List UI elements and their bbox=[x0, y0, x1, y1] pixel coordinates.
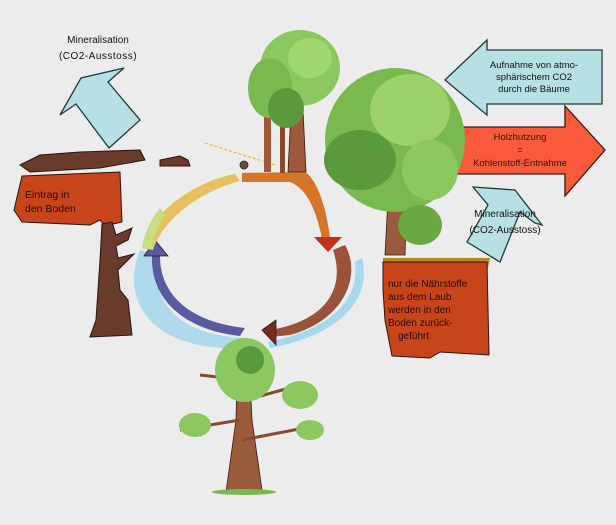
label-line: Eintrag in bbox=[25, 189, 70, 201]
label-line: Holzhutzung bbox=[493, 132, 547, 143]
wood-harvest-arrow bbox=[449, 104, 606, 198]
cycle-arrowhead-brown bbox=[261, 319, 277, 347]
label-line: (CO2-Ausstoss) bbox=[469, 225, 541, 236]
label-line: Aufnahme von atmo- bbox=[489, 60, 579, 71]
co2-uptake-arrow bbox=[444, 38, 603, 117]
label-line: Boden zurück- bbox=[388, 318, 453, 329]
deadwood-log bbox=[19, 149, 146, 173]
label-line: (CO2-Ausstoss) bbox=[58, 51, 138, 62]
cycle-ring bbox=[133, 172, 364, 348]
cycle-band-yellow bbox=[142, 174, 240, 250]
label-mineralisation-top: Mineralisation (CO2-Ausstoss) bbox=[38, 34, 158, 63]
forest-top-trees bbox=[248, 30, 340, 173]
deadwood-stump-small bbox=[159, 155, 191, 167]
mature-tree-right bbox=[324, 68, 465, 256]
co2-release-arrow-right bbox=[466, 186, 544, 263]
label-line: nur die Nährstoffe bbox=[388, 279, 468, 290]
cycle-band-orange bbox=[242, 172, 330, 238]
dead-tree-trunk bbox=[89, 221, 136, 338]
label-line: den Boden bbox=[25, 203, 76, 215]
label-line: durch die Bäume bbox=[498, 84, 570, 95]
young-tree-bottom bbox=[179, 338, 324, 495]
label-naehrstoffe: nur die Nährstoffe aus dem Laub werden i… bbox=[388, 278, 467, 343]
label-line: Mineralisation bbox=[474, 209, 536, 220]
label-holznutzung: Holzhutzung = Kohlenstoff-Entnahme bbox=[455, 131, 585, 170]
cycle-arrowhead-red bbox=[314, 237, 342, 252]
cycle-band-light-blue bbox=[133, 250, 245, 348]
label-line: Kohlenstoff-Entnahme bbox=[473, 158, 567, 169]
cycle-band-blue bbox=[151, 255, 245, 336]
label-line: geführt bbox=[398, 331, 430, 342]
label-line: werden in den bbox=[388, 305, 451, 316]
label-aufnahme: Aufnahme von atmo- sphärischem CO2 durch… bbox=[474, 60, 594, 96]
sunlight-ray bbox=[204, 142, 276, 166]
label-line: Mineralisation bbox=[67, 35, 129, 46]
stump-icon bbox=[239, 160, 249, 170]
cycle-band-brown bbox=[270, 245, 352, 337]
soil-box-naehrstoffe bbox=[382, 261, 490, 359]
soil-box-eintrag bbox=[13, 171, 123, 227]
label-mineralisation-right: Mineralisation (CO2-Ausstoss) bbox=[460, 208, 550, 237]
label-line: aus dem Laub bbox=[388, 292, 452, 303]
label-line: sphärischem CO2 bbox=[495, 72, 573, 83]
label-line: = bbox=[517, 145, 523, 156]
label-eintrag: Eintrag in den Boden bbox=[25, 188, 76, 216]
co2-release-arrow-left bbox=[59, 67, 141, 149]
cycle-band-light-blue-right bbox=[268, 258, 364, 348]
